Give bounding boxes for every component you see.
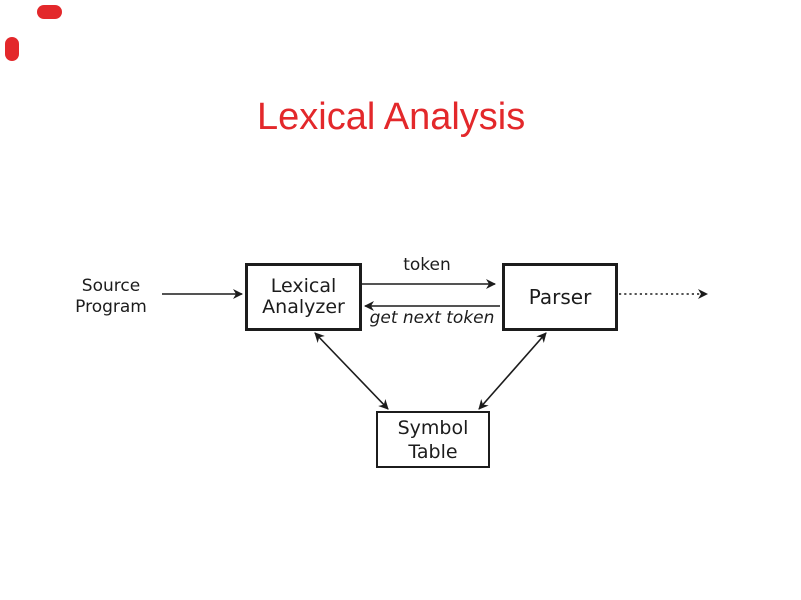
label-token: token	[403, 255, 451, 275]
node-lexical-analyzer: Lexical Analyzer	[245, 263, 362, 331]
node-lexical-analyzer-label: Lexical Analyzer	[262, 275, 345, 318]
label-get-next-token: get next token	[369, 308, 495, 328]
node-parser-label: Parser	[528, 285, 592, 309]
node-symbol-table: Symbol Table	[376, 411, 490, 468]
node-parser: Parser	[502, 263, 618, 331]
label-source-program: Source Program	[75, 276, 147, 317]
edge-parser-symbol-table	[478, 332, 547, 410]
corner-mark-horizontal	[37, 5, 62, 19]
corner-mark-vertical	[5, 37, 19, 61]
edge-lexical-symbol-table	[314, 332, 389, 410]
node-symbol-table-label: Symbol Table	[397, 416, 469, 463]
slide-title: Lexical Analysis	[257, 96, 526, 138]
